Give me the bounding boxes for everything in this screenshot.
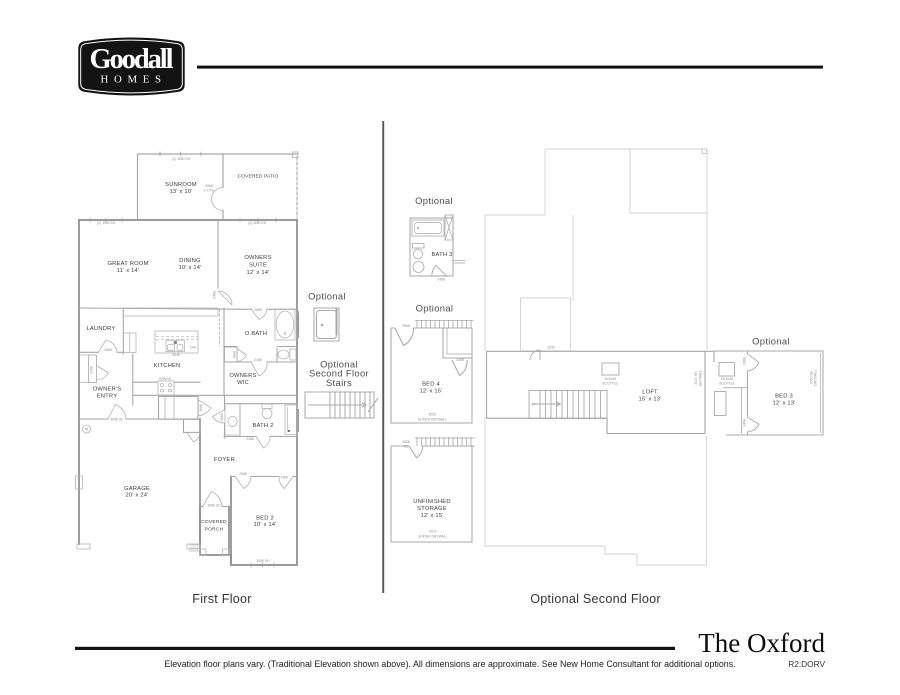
svg-text:GARAGE: GARAGE [124,486,150,492]
svg-text:LOFT: LOFT [642,390,658,396]
svg-text:25.5x30: 25.5x30 [721,377,733,381]
svg-text:WIC: WIC [237,380,249,386]
svg-text:SLIDER DRYWALL: SLIDER DRYWALL [418,535,448,539]
svg-text:3050 SH: 3050 SH [694,371,698,385]
svg-text:2468: 2468 [213,291,217,299]
svg-text:(2) 3050 SH: (2) 3050 SH [172,157,191,161]
svg-text:12' x 15': 12' x 15' [419,389,442,395]
svg-text:BED 2: BED 2 [256,516,274,522]
svg-text:13' x 10': 13' x 10' [169,189,192,195]
svg-text:DINING: DINING [179,258,201,264]
svg-text:11' x 14': 11' x 14' [117,268,140,274]
svg-text:10' x 14': 10' x 14' [253,522,276,528]
svg-text:ENTRY: ENTRY [97,394,118,400]
svg-text:25.5x30: 25.5x30 [604,377,616,381]
svg-text:GREAT ROOM: GREAT ROOM [107,261,148,267]
svg-text:2468: 2468 [456,358,464,362]
svg-text:LAUNDRY: LAUNDRY [87,326,116,332]
svg-text:BED 3: BED 3 [775,394,793,400]
svg-text:2868: 2868 [254,308,262,312]
svg-text:OWNERS: OWNERS [229,373,256,379]
svg-text:20' x 24': 20' x 24' [125,493,148,499]
svg-text:2668: 2668 [402,324,410,328]
svg-text:O.BATH: O.BATH [245,331,267,337]
svg-text:Second Floor: Second Floor [309,368,369,379]
svg-text:Goodall: Goodall [90,44,174,75]
svg-text:2668: 2668 [743,357,747,365]
svg-text:5020: 5020 [429,413,437,417]
svg-text:Optional Second Floor: Optional Second Floor [530,592,661,606]
svg-text:OWNER'S: OWNER'S [93,387,122,393]
svg-text:UP: UP [531,403,536,407]
svg-text:OWNERS: OWNERS [244,255,271,261]
svg-text:2468: 2468 [437,278,445,282]
svg-text:2468: 2468 [254,358,262,362]
svg-text:BATH 3: BATH 3 [431,252,452,258]
svg-text:12' x 13': 12' x 13' [772,401,795,407]
svg-text:SC: SC [404,445,409,449]
svg-text:12' x 15': 12' x 15' [420,513,443,519]
svg-text:R2:DORV: R2:DORV [788,659,825,669]
svg-text:3848: 3848 [172,353,180,357]
svg-text:4260 TUB: 4260 TUB [296,315,300,331]
svg-text:H O M E S: H O M E S [100,74,162,86]
svg-text:COVERED: COVERED [201,519,227,525]
svg-text:Stairs: Stairs [326,377,352,388]
svg-text:3068: 3068 [205,184,213,188]
svg-text:UNFINISHED: UNFINISHED [413,499,450,505]
svg-text:3050 SH: 3050 SH [256,559,270,563]
svg-text:DRYWALL: DRYWALL [814,369,818,385]
svg-text:RANGE: RANGE [159,377,172,381]
svg-text:(2) 3050 SH: (2) 3050 SH [97,221,116,225]
svg-text:Optional: Optional [320,358,358,369]
svg-text:STORAGE: STORAGE [417,506,447,512]
svg-text:2868: 2868 [402,440,410,444]
svg-text:COVERED PATIO: COVERED PATIO [238,174,279,180]
svg-text:SCUTTLE: SCUTTLE [602,382,618,386]
svg-text:PORCH: PORCH [205,527,224,533]
svg-text:2030: 2030 [547,346,555,350]
svg-text:2468: 2468 [743,419,747,427]
svg-text:Optional: Optional [416,303,454,314]
svg-text:Optional: Optional [308,290,346,301]
svg-text:Optional: Optional [415,195,453,206]
svg-text:1668: 1668 [233,351,237,359]
svg-text:The Oxford: The Oxford [698,628,825,658]
svg-text:KITCHEN: KITCHEN [154,363,181,369]
svg-text:3050 SH: 3050 SH [810,370,814,384]
svg-text:SUNROOM: SUNROOM [165,182,197,188]
svg-text:15' x 13': 15' x 13' [638,397,661,403]
svg-text:12' x 14': 12' x 14' [246,270,269,276]
svg-text:SUITE: SUITE [249,263,267,269]
svg-text:SCUTTLE: SCUTTLE [719,382,735,386]
svg-text:2868: 2868 [239,472,247,476]
svg-text:2668: 2668 [199,404,203,412]
svg-text:2668: 2668 [220,413,224,421]
svg-text:(2) 3050 SH: (2) 3050 SH [248,221,267,225]
svg-text:2468: 2468 [280,476,288,480]
svg-text:2868: 2868 [104,348,112,352]
svg-text:BED 4: BED 4 [422,382,440,388]
svg-text:Optional: Optional [752,336,790,347]
svg-text:SLIDER DRYWALL: SLIDER DRYWALL [418,418,448,422]
svg-text:1-LITE: 1-LITE [204,189,215,193]
svg-text:FOYER: FOYER [214,457,235,463]
svg-text:Elevation floor plans vary. (T: Elevation floor plans vary. (Traditional… [164,659,735,669]
svg-text:3068 SC: 3068 SC [207,504,221,508]
svg-text:5020: 5020 [429,530,437,534]
svg-text:2068: 2068 [90,366,94,374]
svg-text:2468: 2468 [246,437,254,441]
svg-text:DRYWALL: DRYWALL [699,370,703,386]
svg-text:BATH 2: BATH 2 [252,423,273,429]
svg-text:First Floor: First Floor [192,592,251,606]
svg-text:10' x 14': 10' x 14' [178,265,201,271]
svg-text:DW: DW [190,346,196,350]
svg-text:3068 SC: 3068 SC [110,418,124,422]
